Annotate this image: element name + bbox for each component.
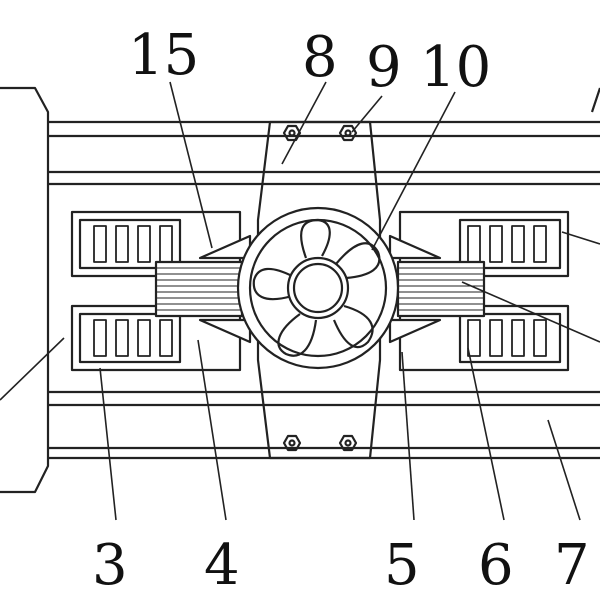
frame — [0, 86, 600, 494]
fan — [236, 206, 400, 370]
callout-15: 15 — [128, 23, 199, 88]
fan-blade — [252, 267, 293, 301]
fan-blade — [300, 218, 331, 259]
fan-hub — [286, 256, 350, 320]
leader-lines — [0, 81, 600, 521]
callout-8: 8 — [302, 25, 338, 90]
callout-3: 3 — [92, 533, 128, 598]
callout-6: 6 — [478, 533, 514, 598]
fan-blade — [332, 304, 374, 349]
left-ribbed-block — [154, 260, 244, 318]
callout-7: 7 — [554, 533, 590, 598]
ribbing-lines — [156, 267, 484, 311]
callout-9: 9 — [366, 35, 402, 100]
callout-4: 4 — [204, 533, 240, 598]
fan-blade — [335, 242, 381, 280]
callout-10: 10 — [420, 35, 491, 100]
fan-blade — [277, 313, 318, 357]
callout-5: 5 — [384, 533, 420, 598]
right-ribbed-block — [396, 260, 486, 318]
hex-bolts — [282, 124, 358, 452]
wedge-arms — [198, 234, 442, 344]
